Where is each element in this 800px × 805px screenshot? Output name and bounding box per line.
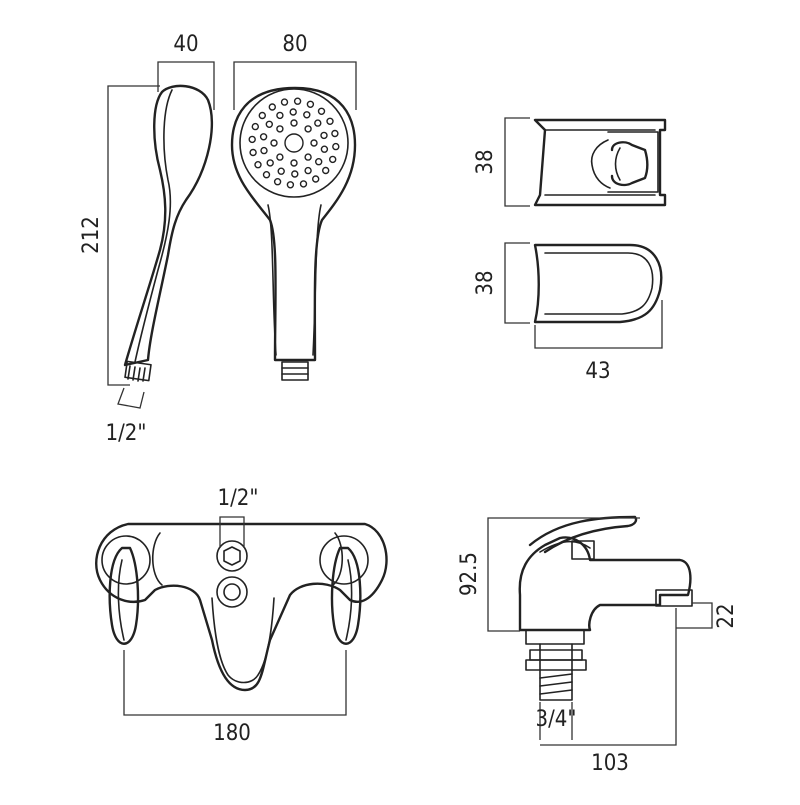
handset-length-dimension: 212: [79, 85, 160, 386]
nozzle-hole: [266, 159, 274, 167]
mixer-projection-label: 103: [591, 751, 629, 776]
bracket-depth-dimension: 43: [534, 300, 663, 384]
handset-width-label: 40: [173, 32, 198, 57]
handset-face-view: [230, 86, 357, 381]
nozzle-hole: [289, 108, 297, 116]
nozzle-hole: [310, 139, 318, 147]
nozzle-hole: [260, 146, 268, 155]
nozzle-hole: [304, 166, 312, 175]
nozzle-hole: [299, 180, 308, 188]
nozzle-hole: [254, 160, 262, 169]
nozzle-hole: [249, 148, 257, 157]
nozzle-hole: [290, 159, 298, 167]
nozzle-hole: [306, 100, 315, 109]
nozzle-hole: [317, 107, 326, 116]
handset-face-width-label: 80: [282, 32, 307, 57]
handset-length-label: 212: [79, 216, 104, 254]
nozzle-hole: [276, 125, 284, 133]
nozzle-hole: [268, 103, 276, 111]
nozzle-hole: [304, 125, 312, 133]
nozzle-hole: [270, 139, 278, 147]
handset-thread-label: 1/2": [106, 421, 147, 446]
bracket-side-view: [533, 243, 663, 324]
nozzle-hole: [312, 175, 320, 183]
nozzle-hole: [291, 170, 299, 178]
spray-nozzles: [248, 97, 340, 189]
nozzle-hole: [251, 122, 260, 131]
mixer-tail-label: 3/4": [536, 707, 577, 732]
nozzle-hole: [277, 167, 285, 175]
mixer-height-dimension: 92.5: [457, 517, 640, 632]
bracket-depth-label: 43: [585, 359, 610, 384]
nozzle-hole: [276, 111, 284, 120]
handset-side-view: [123, 84, 214, 382]
nozzle-hole: [280, 98, 289, 106]
nozzle-hole: [320, 145, 329, 153]
nozzle-hole: [293, 97, 302, 105]
nozzle-hole: [258, 111, 266, 120]
nozzle-hole: [248, 135, 256, 144]
nozzle-hole: [276, 153, 284, 161]
mixer-spout-height-dimension: 22: [676, 602, 739, 629]
mixer-front-view: [95, 522, 388, 692]
bracket-bottom-height-label: 38: [473, 270, 498, 295]
mixer-centres-dimension: 180: [123, 650, 347, 746]
nozzle-hole: [262, 170, 271, 179]
bracket-top-height-dimension: 38: [473, 117, 530, 207]
nozzle-hole: [320, 131, 328, 140]
mixer-centres-label: 180: [213, 721, 251, 746]
nozzle-hole: [326, 117, 334, 126]
mixer-height-label: 92.5: [457, 552, 482, 596]
nozzle-hole: [304, 153, 312, 161]
mixer-tail-dimension: 3/4": [536, 702, 577, 740]
mixer-outlet-dimension: 1/2": [218, 486, 259, 548]
handset-thread-dimension: 1/2": [106, 387, 147, 446]
mixer-projection-dimension: 103: [540, 608, 677, 776]
bracket-front-view: [533, 118, 667, 207]
bracket-bottom-height-dimension: 38: [473, 242, 530, 324]
nozzle-hole: [303, 111, 311, 119]
nozzle-hole: [315, 157, 323, 166]
nozzle-hole: [322, 166, 330, 175]
handset-width-dimension: 40: [157, 32, 215, 110]
nozzle-hole: [265, 120, 273, 129]
nozzle-hole: [259, 133, 268, 141]
nozzle-hole: [331, 129, 339, 138]
nozzle-hole: [332, 142, 340, 151]
nozzle-hole: [290, 119, 298, 127]
nozzle-hole: [273, 177, 282, 186]
nozzle-hole: [314, 119, 322, 127]
mixer-side-view: [518, 515, 693, 701]
bracket-top-height-label: 38: [473, 149, 498, 174]
nozzle-hole: [329, 155, 337, 164]
handset-face-width-dimension: 80: [233, 32, 357, 110]
mixer-outlet-label: 1/2": [218, 486, 259, 511]
mixer-spout-height-label: 22: [714, 603, 739, 628]
nozzle-hole: [286, 181, 295, 189]
